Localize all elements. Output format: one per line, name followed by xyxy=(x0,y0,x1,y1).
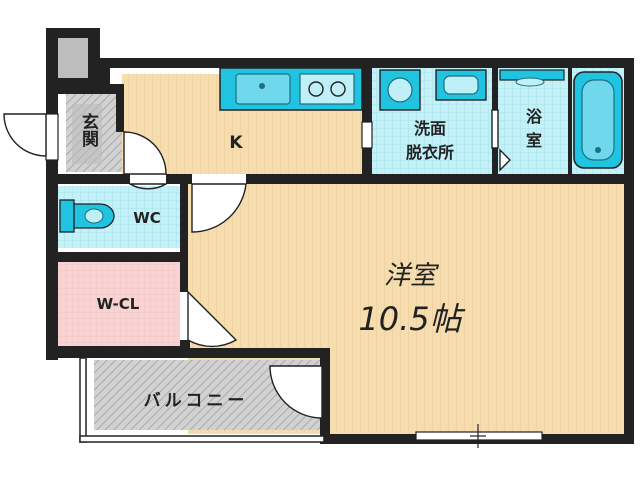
western-room-size: 10.5帖 xyxy=(358,300,465,338)
kitchen-label: K xyxy=(229,133,243,153)
balcony-railing xyxy=(79,357,87,443)
washroom-fixtures xyxy=(379,69,487,111)
balcony-door xyxy=(269,365,323,419)
toilet-door xyxy=(127,183,169,190)
toilet-label: WC xyxy=(133,209,161,227)
kitchen-sink xyxy=(235,73,291,105)
windows xyxy=(45,113,543,448)
room-door xyxy=(191,183,247,233)
bath-label-2: 室 xyxy=(526,131,542,150)
western-room-label: 洋室 xyxy=(384,261,440,291)
washroom-label-1: 洗面 xyxy=(414,119,446,138)
toilet-fixture xyxy=(59,199,115,233)
closet-label: W-CL xyxy=(97,295,140,313)
balcony-label: バルコニー xyxy=(144,391,249,411)
washroom-label-2: 脱衣所 xyxy=(406,143,454,162)
entrance-door xyxy=(3,113,47,157)
washroom-door xyxy=(491,109,499,149)
stove xyxy=(299,73,355,105)
closet-door xyxy=(187,290,238,348)
kitchen-door xyxy=(123,131,167,175)
kitchen-counter xyxy=(219,67,363,111)
entrance-label: 玄関 xyxy=(78,112,99,147)
bath-fixtures xyxy=(499,69,623,169)
doors xyxy=(3,109,511,419)
closet-floor xyxy=(58,262,180,346)
bath-label-1: 浴 xyxy=(526,107,543,126)
